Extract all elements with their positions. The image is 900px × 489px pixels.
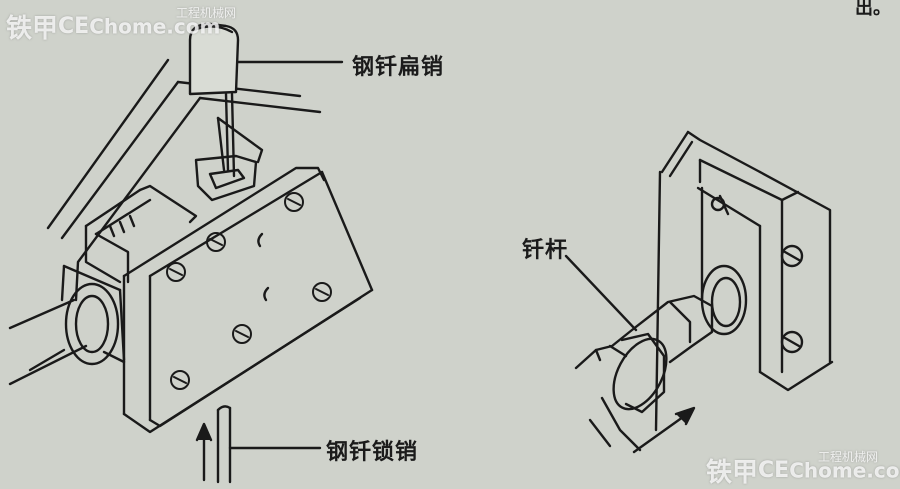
- watermark-site-2: Chome.com: [789, 458, 900, 483]
- watermark-site: Chome.com: [89, 14, 221, 39]
- watermark-tag-bottom: 工程机械网: [818, 450, 879, 464]
- rod-label: 钎杆: [522, 238, 569, 263]
- corner-text: 出。: [855, 0, 891, 19]
- lock-pin-label: 钢钎锁销: [326, 440, 419, 465]
- breaker-housing-left: [8, 22, 374, 484]
- watermark-tag-top: 工程机械网: [176, 6, 237, 20]
- flat-pin-label: 钢钎扁销: [352, 55, 445, 80]
- watermark-bottom-right: 铁甲CEChome.com: [706, 452, 900, 489]
- watermark-brand: 铁甲: [6, 14, 59, 44]
- watermark-brand-2: 铁甲: [706, 458, 759, 488]
- bolts-left: [166, 192, 332, 390]
- watermark-logo: CE: [58, 14, 90, 39]
- rod-right: [564, 254, 714, 454]
- watermark-logo-2: CE: [758, 458, 790, 483]
- watermark-top-left: 铁甲CEChome.com: [6, 8, 220, 45]
- breaker-housing-right: [654, 130, 834, 432]
